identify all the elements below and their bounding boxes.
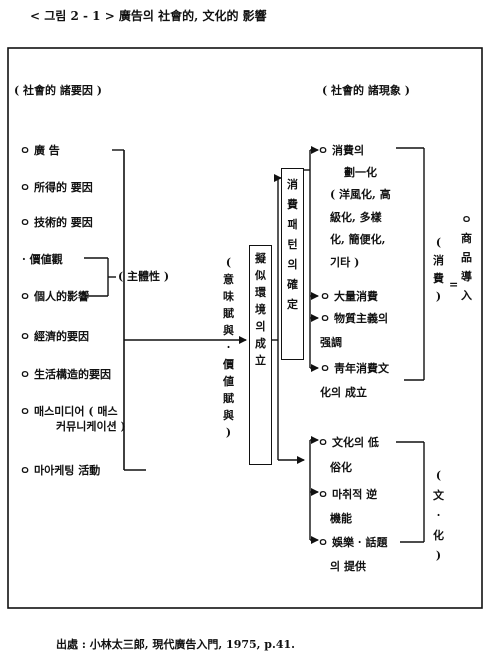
outer-frame xyxy=(7,47,483,609)
source-note: 出處 : 小林太三郞, 現代廣告入門, 1975, p.41. xyxy=(56,638,295,651)
figure-title: < 그림 2 - 1 > 廣告의 社會的, 文化的 影響 xyxy=(30,9,267,23)
consumption-pattern-label: 消 費 패 턴 의 確 定 xyxy=(287,178,298,311)
pseudo-env-box: 擬 似 環 境 의 成 立 xyxy=(249,245,272,465)
factor-life-structure: ㅇ 生活構造的要因 xyxy=(20,368,111,381)
culture-label: ( 文 · 化 ) xyxy=(433,469,444,562)
factor-marketing: ㅇ 마아케팅 活動 xyxy=(20,464,101,477)
phenomenon-1f: 기타 ) xyxy=(330,256,360,269)
subjectivity-label: ( 主體性 ) xyxy=(118,270,170,283)
factor-income: ㅇ 所得的 要因 xyxy=(20,181,93,194)
factor-economic: ㅇ 經濟的要因 xyxy=(20,330,89,343)
phenomenon-1b: 劃一化 xyxy=(344,166,377,179)
phenomenon-1d: 級化, 多樣 xyxy=(330,211,382,224)
equals-sign: = xyxy=(449,278,459,291)
culture-2b: 機能 xyxy=(330,512,352,525)
culture-3: ㅇ 娛樂 · 話題 xyxy=(318,536,388,549)
phenomenon-1c: ( 洋風化, 高 xyxy=(330,188,391,201)
meaning-value-label: ( 意 味 賦 與 · 價 値 賦 與 ) xyxy=(223,256,234,439)
phenomenon-1: ㅇ 消費의 xyxy=(318,144,365,157)
culture-1: ㅇ 文化의 低 xyxy=(318,436,379,449)
culture-3b: 의 提供 xyxy=(330,560,366,573)
phenomenon-4b: 化의 成立 xyxy=(320,386,367,399)
left-header: ( 社會的 諸要因 ) xyxy=(14,84,102,97)
factor-technology: ㅇ 技術的 要因 xyxy=(20,216,93,229)
phenomenon-1e: 化, 簡便化, xyxy=(330,233,386,246)
product-introduction: ㅇ 商 品 導 入 xyxy=(461,213,472,302)
right-header: ( 社會的 諸現象 ) xyxy=(322,84,410,97)
culture-1b: 俗化 xyxy=(330,461,352,474)
consumption-pattern-box: 消 費 패 턴 의 確 定 xyxy=(281,168,304,360)
factor-mass-media: ㅇ 매스미디어 ( 매스 xyxy=(20,405,118,418)
phenomenon-2: ㅇ 大量消費 xyxy=(320,290,378,303)
pseudo-env-label: 擬 似 環 境 의 成 立 xyxy=(255,252,266,367)
consumption-label: ( 消 費 ) xyxy=(433,236,444,303)
factor-advertising: ㅇ 廣 告 xyxy=(20,144,60,157)
culture-2: ㅇ 마취적 逆 xyxy=(318,488,378,501)
phenomenon-3: ㅇ 物質主義의 xyxy=(320,312,389,325)
factor-personal-influence: ㅇ 個人的影響 xyxy=(20,290,89,303)
phenomenon-3b: 强調 xyxy=(320,336,342,349)
factor-values: · 價値觀 xyxy=(22,253,63,266)
phenomenon-4: ㅇ 靑年消費文 xyxy=(320,362,389,375)
factor-mass-media-2: 커뮤니케이션 ) xyxy=(56,420,126,433)
